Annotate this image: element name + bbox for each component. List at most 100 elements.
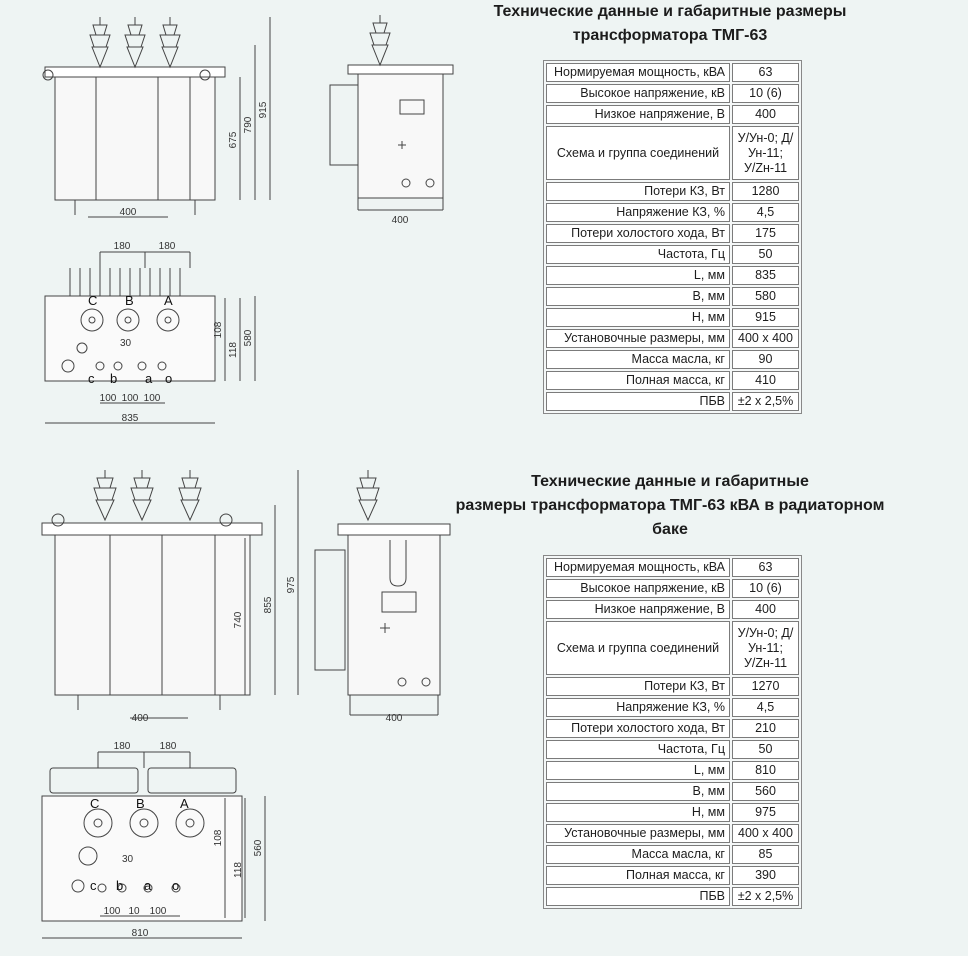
row-value: 975 <box>732 803 799 822</box>
dim-580: 580 <box>243 329 254 346</box>
row-label: Высокое напряжение, кВ <box>546 84 730 103</box>
row-label: Напряжение КЗ, % <box>546 698 730 717</box>
dim-s1: 100 <box>104 906 121 917</box>
phase-b-label: b <box>116 878 123 893</box>
row-value: 10 (6) <box>732 84 799 103</box>
table-row: ПБВ±2 x 2,5% <box>546 392 799 411</box>
phase-A-label: A <box>164 293 173 308</box>
dim-108: 108 <box>213 321 224 338</box>
radiator-transformer-front-drawing: 400 740 855 975 <box>41 470 299 724</box>
row-label: Нормируемая мощность, кВА <box>546 63 730 82</box>
row-value: 50 <box>732 245 799 264</box>
row-label: Напряжение КЗ, % <box>546 203 730 222</box>
row-value: 10 (6) <box>732 579 799 598</box>
dim-L: 835 <box>122 413 139 424</box>
row-label: Потери холостого хода, Вт <box>546 719 730 738</box>
row-value: 400 x 400 <box>732 824 799 843</box>
dim-height-1: 675 <box>228 131 239 148</box>
dim-30: 30 <box>120 338 132 349</box>
row-label: Схема и группа соединений <box>546 126 730 180</box>
dim-width: 400 <box>392 215 409 226</box>
section1-title-line1: Технические данные и габаритные размеры <box>493 3 847 20</box>
row-value: У/Ун-0; Д/Ун-11; У/Zн-11 <box>732 621 799 675</box>
dim-width: 400 <box>132 713 149 724</box>
phase-o-label: o <box>165 371 172 386</box>
dim-b: 180 <box>159 241 176 252</box>
row-value: 410 <box>732 371 799 390</box>
row-value: 85 <box>732 845 799 864</box>
dim-s3: 100 <box>144 393 161 404</box>
row-value: 175 <box>732 224 799 243</box>
dim-width: 400 <box>386 713 403 724</box>
phase-A-label: A <box>180 796 189 811</box>
row-label: Частота, Гц <box>546 740 730 759</box>
row-label: Потери КЗ, Вт <box>546 182 730 201</box>
phase-B-label: B <box>136 796 145 811</box>
row-value: 4,5 <box>732 203 799 222</box>
row-value: 90 <box>732 350 799 369</box>
row-label: Потери холостого хода, Вт <box>546 224 730 243</box>
section1-front-view: 400 675 790 915 <box>30 5 280 230</box>
table-row: Напряжение КЗ, %4,5 <box>546 203 799 222</box>
dim-height-3: 975 <box>286 576 297 593</box>
row-value: 400 <box>732 105 799 124</box>
dim-30: 30 <box>122 854 134 865</box>
phase-a-label: a <box>144 878 152 893</box>
table-row: ПБВ±2 x 2,5% <box>546 887 799 906</box>
row-value: 63 <box>732 63 799 82</box>
row-label: Полная масса, кг <box>546 866 730 885</box>
row-value: 580 <box>732 287 799 306</box>
row-label: Потери КЗ, Вт <box>546 677 730 696</box>
row-label: ПБВ <box>546 887 730 906</box>
row-label: Масса масла, кг <box>546 845 730 864</box>
row-label: Низкое напряжение, В <box>546 105 730 124</box>
row-value: 835 <box>732 266 799 285</box>
dim-a: 180 <box>114 241 131 252</box>
phase-C-label: C <box>88 293 97 308</box>
dim-a: 180 <box>114 741 131 752</box>
phase-b-label: b <box>110 371 117 386</box>
dim-s3: 100 <box>150 906 167 917</box>
phase-B-label: B <box>125 293 134 308</box>
row-label: L, мм <box>546 266 730 285</box>
dim-height-3: 915 <box>258 101 269 118</box>
section2-title-line2: размеры трансформатора ТМГ-63 кВА в ради… <box>455 497 885 514</box>
section2-title-line1: Технические данные и габаритные <box>531 473 809 490</box>
row-label: Схема и группа соединений <box>546 621 730 675</box>
transformer-side-drawing: 400 <box>329 15 454 226</box>
row-value: 1270 <box>732 677 799 696</box>
row-label: Установочные размеры, мм <box>546 824 730 843</box>
row-label: H, мм <box>546 308 730 327</box>
phase-c-label: c <box>90 878 97 893</box>
row-value: 63 <box>732 558 799 577</box>
section2-title: Технические данные и габаритные размеры … <box>450 470 890 542</box>
dim-s2: 10 <box>128 906 140 917</box>
section1-top-view: 180 180 C B A 30 c b a o 108 118 580 100… <box>30 238 280 433</box>
row-value: 210 <box>732 719 799 738</box>
dim-118: 118 <box>233 862 244 878</box>
row-value: 400 <box>732 600 799 619</box>
row-value: У/Ун-0; Д/Ун-11; У/Zн-11 <box>732 126 799 180</box>
dim-s1: 100 <box>100 393 117 404</box>
row-label: Масса масла, кг <box>546 350 730 369</box>
radiator-transformer-side-drawing: 400 <box>314 470 451 724</box>
row-value: 4,5 <box>732 698 799 717</box>
